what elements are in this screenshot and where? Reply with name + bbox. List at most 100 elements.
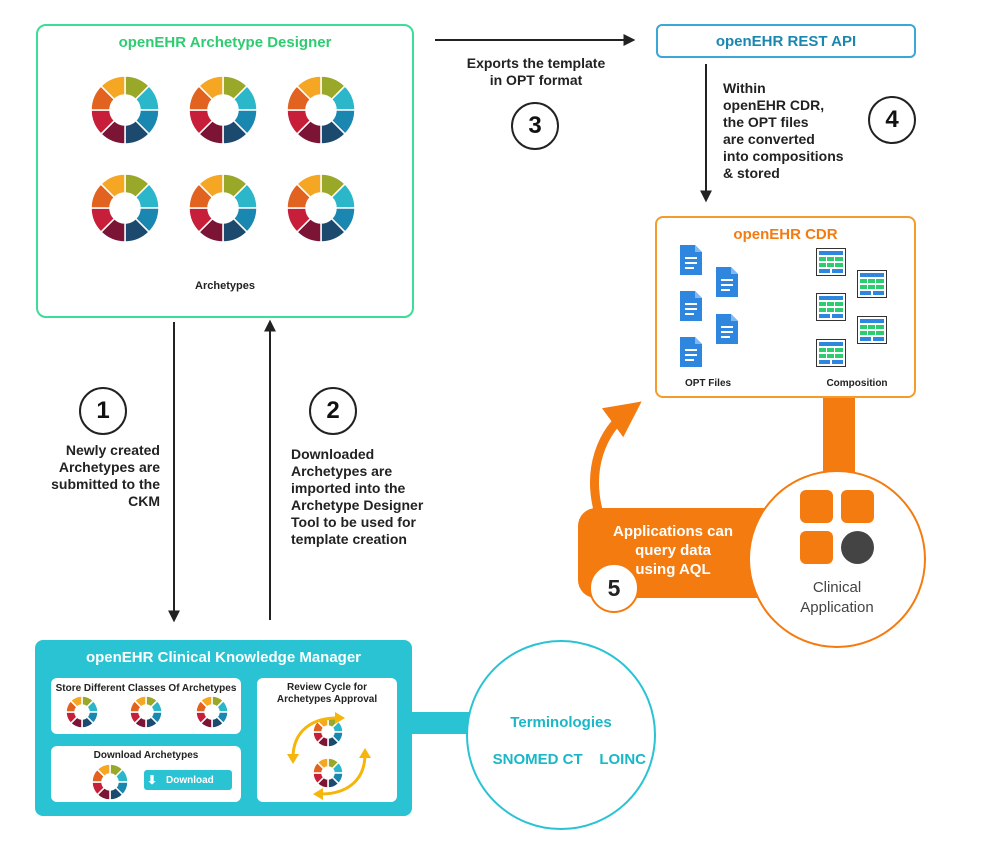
step3-caption-line: Exports the template — [466, 55, 606, 71]
store-archetypes-title: Store Different Classes Of Archetypes — [55, 683, 237, 694]
terminologies-list: SNOMED CT LOINC — [468, 734, 654, 785]
ring-segment — [91, 207, 116, 234]
composition-icon — [857, 270, 887, 298]
ring-segment — [197, 76, 224, 101]
step5-caption-line: Applications can — [612, 523, 734, 540]
cdr-title: openEHR CDR — [733, 226, 838, 243]
terminologies-title: Terminologies — [510, 714, 612, 731]
ring-segment — [69, 696, 83, 709]
step1-caption-line: CKM — [128, 493, 160, 509]
ring-segment — [232, 182, 257, 209]
ring-segment — [320, 119, 347, 144]
ring-segment — [287, 109, 312, 136]
step5-caption: Applications can query data using AQL — [578, 522, 768, 579]
composition-label: Composition — [826, 378, 888, 389]
archetype-ring-icon — [189, 174, 257, 242]
ckm-terminology-connector — [410, 712, 472, 734]
ring-segment — [124, 217, 151, 242]
step4-caption: Within openEHR CDR, the OPT files are co… — [723, 80, 844, 182]
step4-number: 4 — [868, 96, 916, 144]
terminologies-circle: Terminologies SNOMED CT LOINC — [466, 640, 656, 830]
step4-caption-line: the OPT files — [723, 114, 809, 130]
app-tile-icon — [800, 531, 833, 564]
download-archetypes-panel: Download Archetypes ⬇ Download — [51, 746, 241, 802]
archetype-ring-icon — [66, 696, 98, 728]
step2-caption-line: imported into the — [291, 480, 406, 496]
ring-segment — [91, 109, 116, 136]
archetypes-label: Archetypes — [195, 280, 255, 292]
archetype-ring-icon — [130, 696, 162, 728]
download-icon: ⬇ — [146, 773, 158, 787]
ring-segment — [316, 758, 329, 770]
app-dot-icon — [841, 531, 874, 564]
archetype-ring-icon — [189, 76, 257, 144]
clinical-application-label-line: Application — [800, 599, 874, 616]
ring-segment — [320, 217, 347, 242]
ring-segment — [189, 207, 214, 234]
archetype-ring-icon — [287, 174, 355, 242]
ring-segment — [222, 217, 249, 242]
clinical-application-label: Clinical Application — [750, 578, 924, 618]
ring-segment — [96, 764, 111, 778]
archetype-ring-icon — [91, 76, 159, 144]
document-icon — [680, 337, 702, 367]
rest-api-title: openEHR REST API — [715, 33, 857, 50]
review-cycle-title: Review Cycle for Archetypes Approval — [257, 682, 397, 706]
opt-files-label: OPT Files — [684, 378, 732, 389]
step2-caption-line: Archetype Designer — [291, 497, 424, 513]
archetype-ring-icon — [313, 758, 343, 788]
step2-caption-line: Downloaded — [291, 446, 375, 462]
archetype-ring-icon — [287, 76, 355, 144]
step4-caption-line: into compositions — [723, 148, 844, 164]
step2-caption: Downloaded Archetypes are imported into … — [291, 446, 423, 548]
step1-caption-line: submitted to the — [51, 476, 160, 492]
cdr-app-connector — [823, 394, 855, 484]
step2-caption-line: template creation — [291, 531, 407, 547]
ring-segment — [189, 109, 214, 136]
terminology-snomed: SNOMED CT — [492, 751, 583, 768]
ckm-title: openEHR Clinical Knowledge Manager — [85, 649, 362, 666]
app-tile-icon — [841, 490, 874, 523]
composition-icon — [816, 248, 846, 276]
document-icon — [680, 291, 702, 321]
composition-icon — [816, 339, 846, 367]
archetype-designer-panel: openEHR Archetype Designer Archetypes — [36, 24, 414, 318]
document-icon — [716, 314, 738, 344]
composition-icon — [857, 316, 887, 344]
review-cycle-title-line: Archetypes Approval — [276, 694, 378, 705]
document-icon — [716, 267, 738, 297]
ring-segment — [99, 76, 126, 101]
review-cycle-title-line: Review Cycle for — [286, 682, 368, 693]
app-tile-icon — [800, 490, 833, 523]
query-arrow — [590, 401, 642, 512]
ring-segment — [330, 182, 355, 209]
ring-segment — [287, 207, 312, 234]
step3-number: 3 — [511, 102, 559, 150]
clinical-application-circle: Clinical Application — [748, 470, 926, 648]
step2-caption-line: Tool to be used for — [291, 514, 416, 530]
archetype-ring-icon — [196, 696, 228, 728]
ring-segment — [222, 119, 249, 144]
download-button[interactable]: ⬇ Download — [144, 770, 232, 790]
step2-number: 2 — [309, 387, 357, 435]
terminology-loinc: LOINC — [599, 751, 646, 768]
ring-segment — [124, 119, 151, 144]
archetype-ring-icon — [92, 764, 128, 800]
document-icon — [680, 245, 702, 275]
step4-caption-line: are converted — [723, 131, 815, 147]
archetype-designer-title: openEHR Archetype Designer — [118, 34, 332, 51]
cdr-panel: openEHR CDR OPT Files Composition — [655, 216, 916, 398]
ring-segment — [99, 174, 126, 199]
step4-caption-line: Within — [723, 80, 766, 96]
clinical-application-label-line: Clinical — [812, 579, 862, 596]
download-archetypes-title: Download Archetypes — [93, 750, 199, 761]
ring-segment — [197, 174, 224, 199]
ring-segment — [199, 696, 213, 709]
ring-segment — [232, 84, 257, 111]
step1-caption-line: Archetypes are — [58, 459, 160, 475]
step5-number: 5 — [589, 563, 639, 613]
composition-icon — [816, 293, 846, 321]
ring-segment — [295, 174, 322, 199]
step5-caption-line: query data — [635, 542, 711, 559]
